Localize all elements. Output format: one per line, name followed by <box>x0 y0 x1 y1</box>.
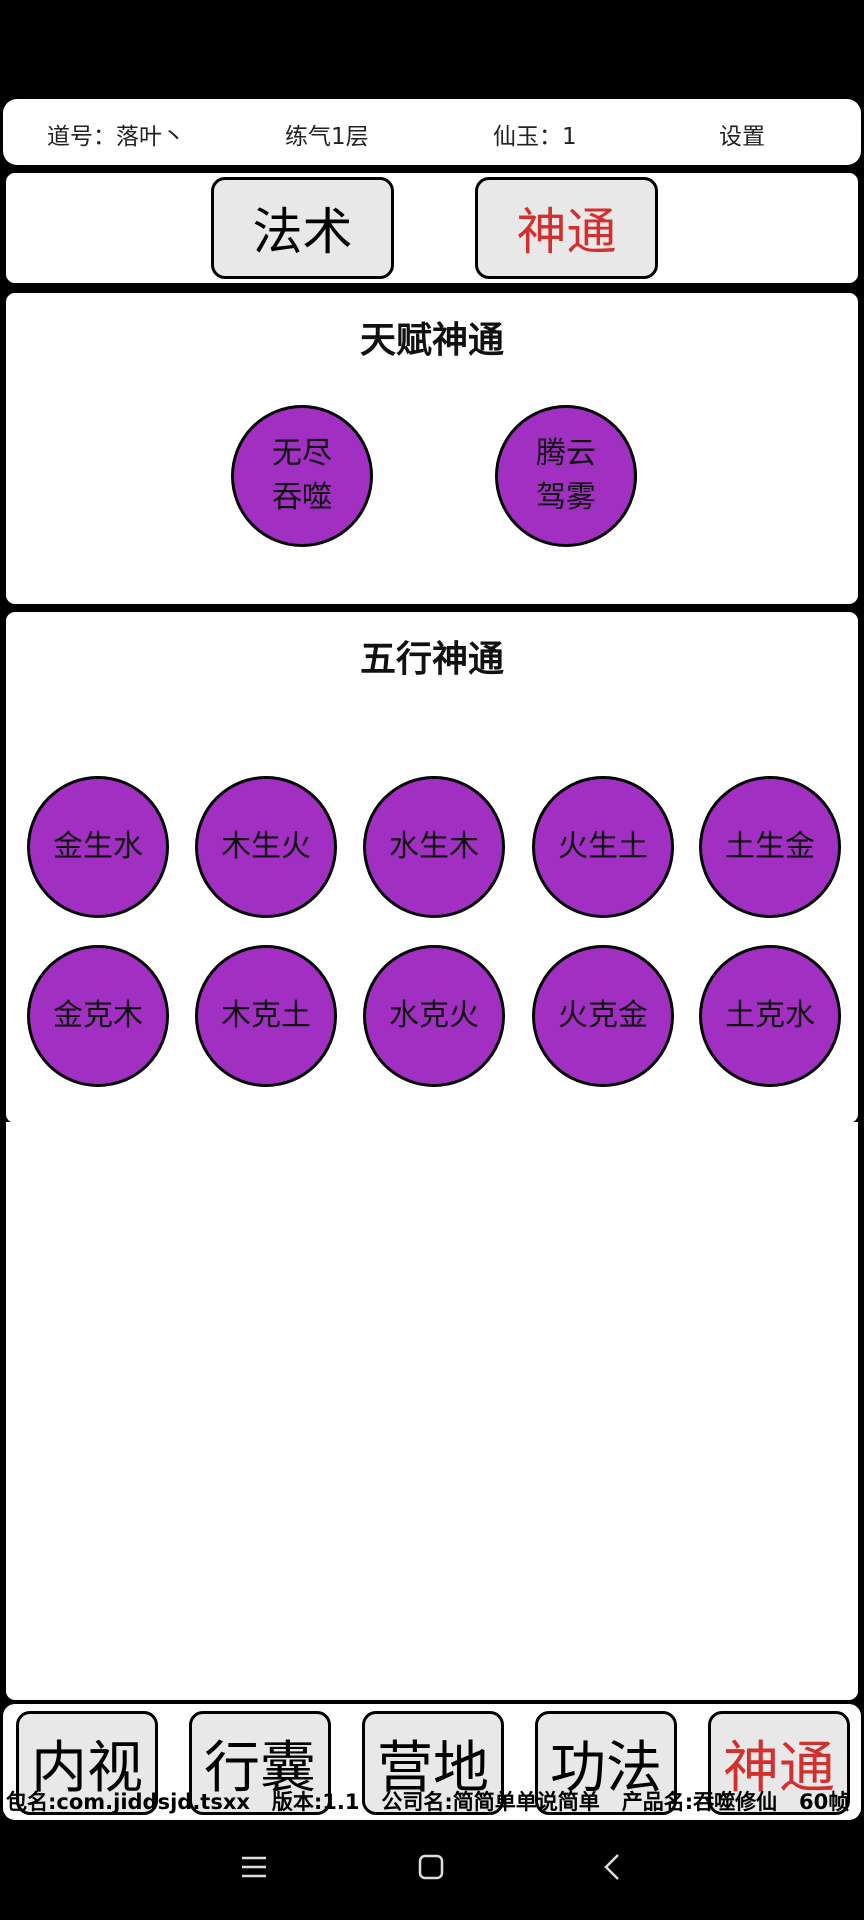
player-name: 道号：落叶丶 <box>47 124 185 150</box>
wuxing-skill[interactable]: 金克木 <box>27 945 169 1087</box>
nav-button[interactable]: 神通 <box>708 1711 850 1815</box>
wuxing-skill[interactable]: 水克火 <box>363 945 505 1087</box>
tab-divine-powers[interactable]: 神通 <box>475 177 658 279</box>
wuxing-skill[interactable]: 水生木 <box>363 776 505 918</box>
realm-level: 练气1层 <box>285 124 369 150</box>
skill-label: 腾云 <box>536 436 596 471</box>
wuxing-skill[interactable]: 火生土 <box>532 776 674 918</box>
settings-button[interactable]: 设置 <box>719 124 765 150</box>
status-bar: 道号：落叶丶 练气1层 仙玉：1 设置 <box>3 99 861 165</box>
wuxing-panel: 五行神通 金生水木生火水生木火生土土生金金克木木克土水克火火克金土克水 <box>3 609 861 1126</box>
talent-title: 天赋神通 <box>359 320 504 361</box>
wuxing-skill[interactable]: 木生火 <box>195 776 337 918</box>
menu-icon[interactable] <box>240 1855 268 1879</box>
skill-label: 驾雾 <box>536 480 596 515</box>
tab-spells[interactable]: 法术 <box>211 177 394 279</box>
jade-count: 仙玉：1 <box>493 124 577 150</box>
home-icon[interactable] <box>418 1854 444 1880</box>
talent-skill[interactable]: 无尽吞噬 <box>231 405 373 547</box>
nav-button[interactable]: 行囊 <box>189 1711 331 1815</box>
nav-button[interactable]: 功法 <box>535 1711 677 1815</box>
wuxing-skill[interactable]: 木克土 <box>195 945 337 1087</box>
app-info-footer: 包名:com.jiddsjd.tsxx 版本:1.1 公司名:简简单单说简单 产… <box>6 1790 850 1814</box>
wuxing-title: 五行神通 <box>359 639 504 680</box>
back-icon[interactable] <box>603 1853 621 1881</box>
talent-panel: 天赋神通 无尽吞噬 腾云驾雾 <box>3 290 861 607</box>
nav-button[interactable]: 营地 <box>362 1711 504 1815</box>
nav-button[interactable]: 内视 <box>16 1711 158 1815</box>
empty-content-area <box>3 1122 861 1703</box>
tab-panel: 法术 神通 <box>3 170 861 286</box>
talent-skill[interactable]: 腾云驾雾 <box>495 405 637 547</box>
wuxing-skill[interactable]: 土克水 <box>699 945 841 1087</box>
skill-label: 无尽 <box>272 436 332 471</box>
skill-label: 吞噬 <box>272 480 332 515</box>
wuxing-skill[interactable]: 火克金 <box>532 945 674 1087</box>
wuxing-skill[interactable]: 土生金 <box>699 776 841 918</box>
wuxing-skill[interactable]: 金生水 <box>27 776 169 918</box>
